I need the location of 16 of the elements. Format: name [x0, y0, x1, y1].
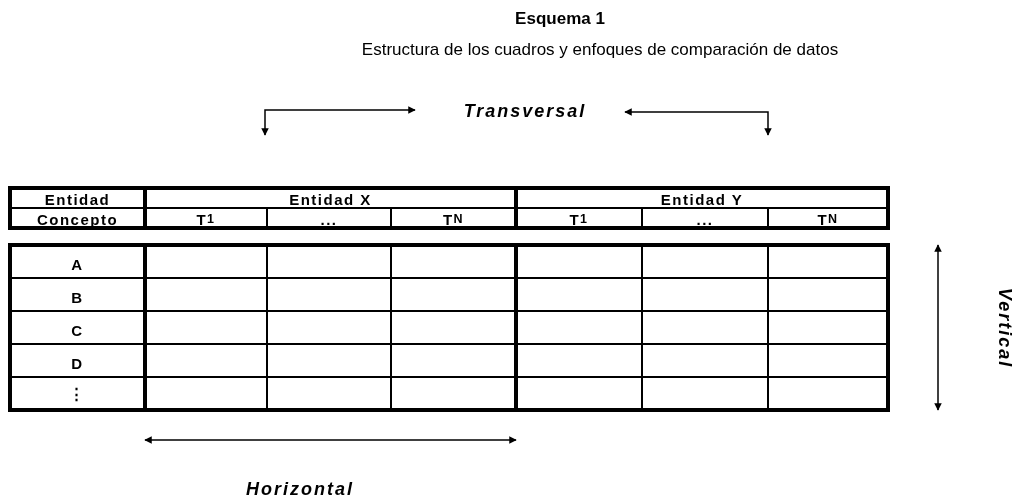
column-header: Entidad X: [288, 190, 373, 208]
row-label: B: [70, 287, 85, 308]
column-header: Entidad: [43, 190, 112, 208]
row-label: D: [70, 353, 85, 374]
row-label: A: [70, 254, 85, 275]
column-header: Entidad Y: [659, 190, 745, 208]
column-header: ...: [695, 210, 715, 228]
row-label: ⋮: [68, 384, 87, 404]
subtitle: Estructura de los cuadros y enfoques de comparación de datos: [360, 39, 840, 61]
direction-label: Transversal: [462, 99, 588, 123]
direction-label: Vertical: [994, 286, 1017, 371]
row-header: Concepto: [35, 210, 120, 228]
title: Esquema 1: [514, 8, 606, 30]
row-label: C: [70, 320, 85, 341]
column-header: ...: [319, 210, 339, 228]
direction-label: Horizontal: [245, 477, 355, 499]
